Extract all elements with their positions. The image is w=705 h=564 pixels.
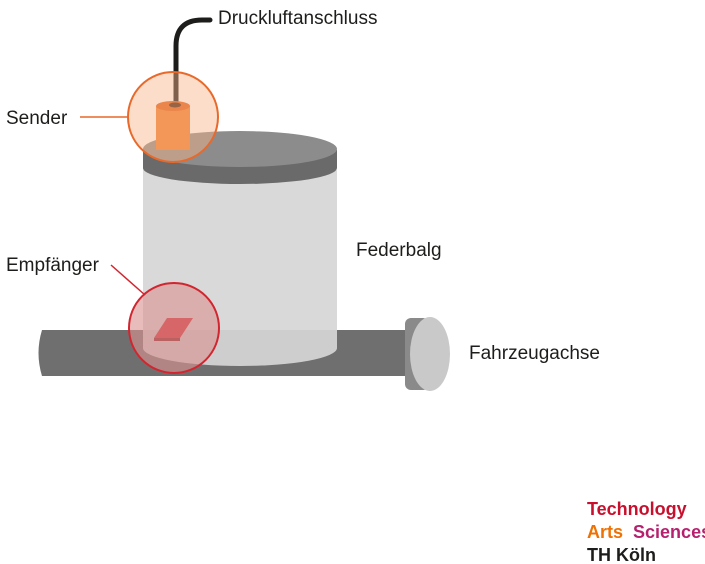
logo-arts: Arts [587,522,623,542]
sender-highlight-circle [127,71,219,163]
compressed-air-hose [173,17,213,107]
label-bellows: Federbalg [356,240,442,261]
sender-group [127,71,219,163]
axle-end-cap [410,317,450,391]
label-compressed-air: Druckluftanschluss [218,8,377,29]
receiver-leader-line [110,264,146,296]
logo-arts-sciences: Arts Sciences [587,522,705,542]
receiver-highlight-circle [128,282,220,374]
logo-sciences: Sciences [633,522,705,542]
logo-technology: Technology [587,499,687,519]
receiver-group [128,282,220,374]
logo-th-koeln: TH Köln [587,545,656,564]
label-axle: Fahrzeugachse [469,343,600,364]
label-receiver: Empfänger [6,255,100,276]
label-sender: Sender [6,108,68,129]
sender-cylinder-icon [156,106,190,150]
th-koeln-logo: Technology Arts Sciences TH Köln [587,499,705,564]
sender-cylinder-hole [169,102,181,108]
